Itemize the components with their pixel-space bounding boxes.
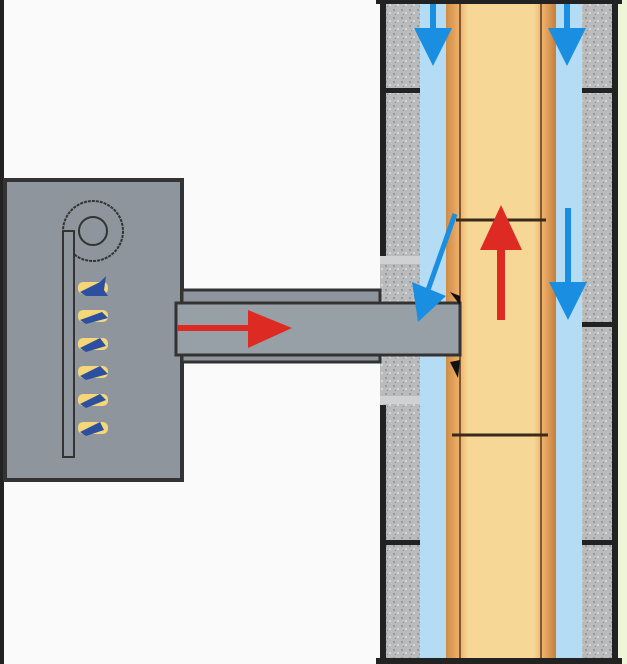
mortar-joints [386,88,614,545]
burner-flame-icon [78,276,108,436]
air-gap-right [556,0,582,664]
wall-outline-right [612,0,618,664]
flue-liner [446,0,556,664]
air-intake-arrow-icon [412,4,587,322]
masonry-right [582,0,614,664]
boiler-icon [3,178,184,482]
flue-gas-arrow-icon [177,205,522,348]
wall-outline-left-bottom [380,405,386,664]
left-border [0,0,4,664]
wall-outline-left-top [380,0,386,256]
